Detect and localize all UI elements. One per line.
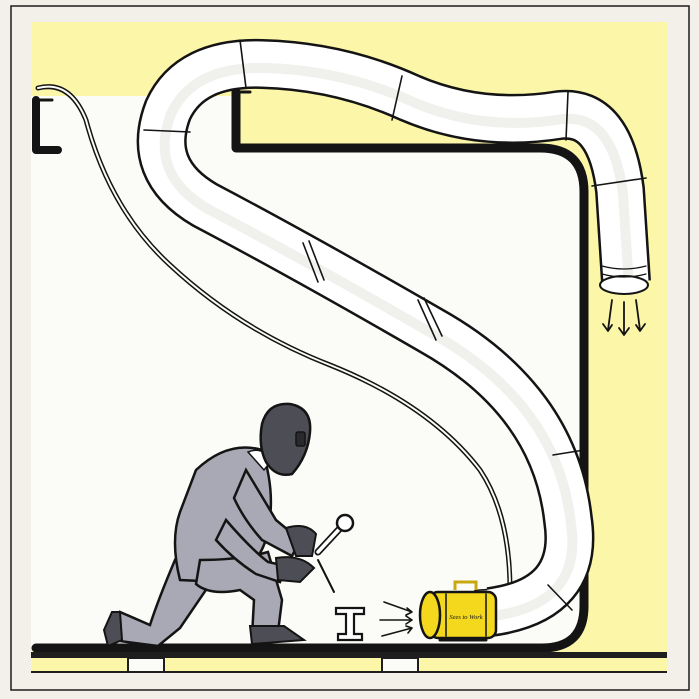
blower-brand-label: Sees to Work (449, 614, 482, 621)
deck-support-1 (128, 658, 164, 672)
deck-support-2 (382, 658, 418, 672)
deck-plate (31, 652, 667, 658)
torch-head (337, 515, 353, 531)
blower-intake (420, 592, 440, 638)
helmet-visor (296, 432, 305, 446)
duct-outlet (600, 276, 648, 294)
